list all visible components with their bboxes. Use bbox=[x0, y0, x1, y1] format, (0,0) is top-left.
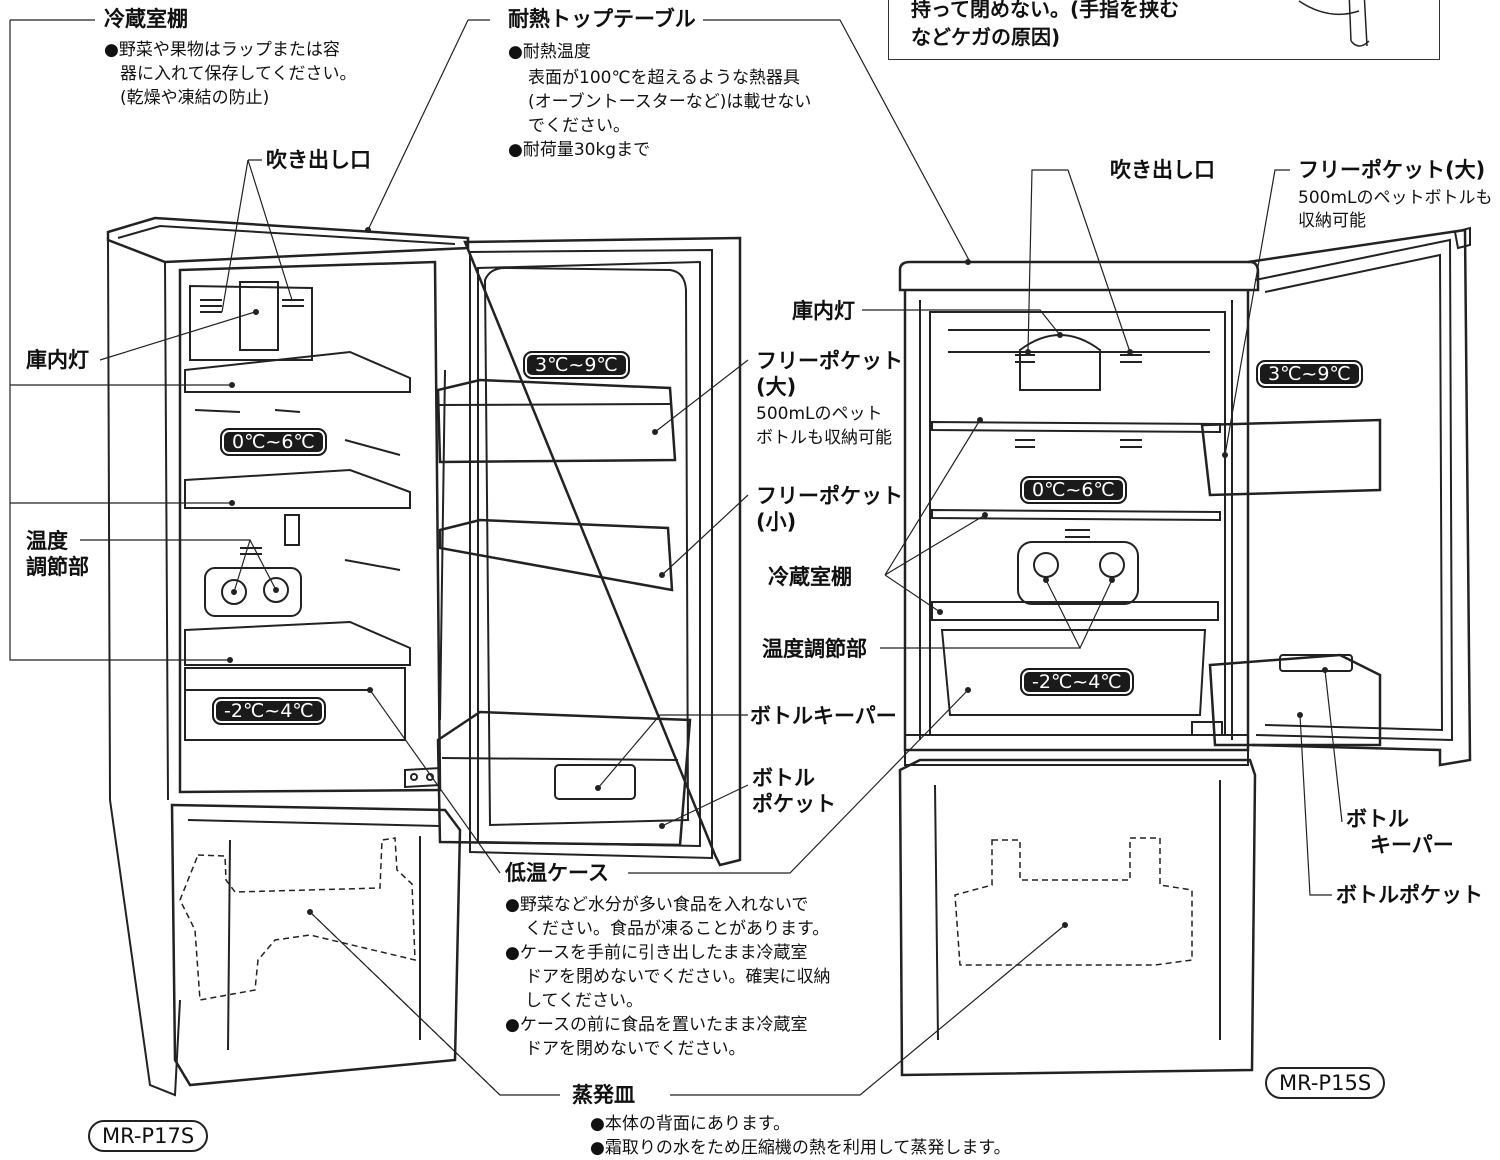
hand-illustration bbox=[1298, 0, 1370, 47]
left-free-pocket-large-label-2: (大) bbox=[756, 375, 797, 399]
top-table-desc-5: ●耐荷量30kgまで bbox=[508, 140, 651, 160]
right-temp-badge-shelf: 0℃~6℃ bbox=[1020, 476, 1127, 504]
top-table-desc-2: 表面が100℃を超えるような熱器具 bbox=[528, 68, 801, 88]
left-bottle-pocket-label-2: ポケット bbox=[752, 792, 836, 816]
left-temp-control-label-1: 温度 bbox=[26, 529, 68, 553]
left-model-name: MR-P17S bbox=[88, 1120, 209, 1152]
right-fridge-drawing bbox=[898, 226, 1472, 1077]
left-bottle-keeper-label: ボトルキーパー bbox=[750, 704, 897, 728]
leader-lines bbox=[9, 19, 1343, 1096]
caution-note-box: 持って閉めない。(手指を挟む などケガの原因) bbox=[888, 0, 1440, 60]
left-temp-control-label-2: 調節部 bbox=[26, 555, 89, 579]
right-free-pocket-large-label: フリーポケット(大) bbox=[1298, 158, 1486, 182]
left-shelf-desc-1: ●野菜や果物はラップまたは容 bbox=[104, 40, 340, 60]
left-free-pocket-large-desc-2: ボトルも収納可能 bbox=[756, 428, 892, 448]
right-temp-control-label: 温度調節部 bbox=[762, 637, 867, 661]
evaporation-tray-desc-2: ●霜取りの水をため圧縮機の熱を利用して蒸発します。 bbox=[590, 1138, 1011, 1158]
top-table-desc-4: でください。 bbox=[528, 116, 630, 136]
right-bottle-keeper-label-1: ボトル bbox=[1346, 807, 1409, 831]
left-shelf-desc-3: (乾燥や凍結の防止) bbox=[120, 88, 270, 108]
evaporation-tray-label: 蒸発皿 bbox=[572, 1083, 635, 1107]
low-temp-case-desc-2: ください。食品が凍ることがあります。 bbox=[525, 919, 830, 939]
right-free-pocket-large-desc-1: 500mLのペットボトルも bbox=[1298, 188, 1493, 208]
evaporation-tray-desc-1: ●本体の背面にあります。 bbox=[590, 1114, 791, 1134]
left-free-pocket-large-label-1: フリーポケット bbox=[756, 349, 903, 373]
left-free-pocket-small-label-1: フリーポケット bbox=[756, 484, 903, 508]
low-temp-case-desc-5: してください。 bbox=[525, 991, 643, 1011]
top-table-label: 耐熱トップテーブル bbox=[508, 7, 696, 31]
low-temp-case-desc-1: ●野菜など水分が多い食品を入れないで bbox=[505, 895, 809, 915]
right-light-label: 庫内灯 bbox=[792, 299, 855, 323]
right-bottle-pocket-label: ボトルポケット bbox=[1336, 883, 1483, 907]
right-free-pocket-large-desc-2: 収納可能 bbox=[1298, 211, 1366, 231]
right-model-name: MR-P15S bbox=[1265, 1067, 1386, 1099]
left-free-pocket-small-label-2: (小) bbox=[756, 510, 797, 534]
low-temp-case-desc-6: ●ケースの前に食品を置いたまま冷蔵室 bbox=[505, 1015, 808, 1035]
top-table-desc-1: ●耐熱温度 bbox=[508, 42, 591, 62]
low-temp-case-desc-3: ●ケースを手前に引き出したまま冷蔵室 bbox=[505, 943, 808, 963]
left-temp-badge-door: 3℃~9℃ bbox=[523, 351, 630, 379]
caution-note-line1: 持って閉めない。(手指を挟む bbox=[911, 0, 1180, 21]
caution-note-line2: などケガの原因) bbox=[911, 25, 1061, 49]
right-shelf-label: 冷蔵室棚 bbox=[768, 565, 852, 589]
left-shelf-desc-2: 器に入れて保存してください。 bbox=[120, 64, 357, 84]
left-temp-badge-shelf: 0℃~6℃ bbox=[220, 428, 327, 456]
low-temp-case-desc-7: ドアを閉めないでください。 bbox=[525, 1039, 746, 1059]
left-bottle-pocket-label-1: ボトル bbox=[752, 766, 815, 790]
left-shelf-label: 冷蔵室棚 bbox=[104, 7, 188, 31]
right-temp-badge-case: -2℃~4℃ bbox=[1020, 668, 1134, 696]
left-free-pocket-large-desc-1: 500mLのペット bbox=[756, 404, 883, 424]
left-light-label: 庫内灯 bbox=[26, 348, 89, 372]
left-vent-label: 吹き出し口 bbox=[266, 148, 371, 172]
low-temp-case-desc-4: ドアを閉めないでください。確実に収納 bbox=[525, 967, 831, 987]
low-temp-case-label: 低温ケース bbox=[505, 861, 609, 885]
top-table-desc-3: (オーブントースターなど)は載せない bbox=[528, 92, 812, 112]
right-temp-badge-door: 3℃~9℃ bbox=[1256, 360, 1363, 388]
right-bottle-keeper-label-2: キーパー bbox=[1370, 833, 1454, 857]
left-temp-badge-case: -2℃~4℃ bbox=[212, 697, 326, 725]
right-vent-label: 吹き出し口 bbox=[1110, 158, 1215, 182]
